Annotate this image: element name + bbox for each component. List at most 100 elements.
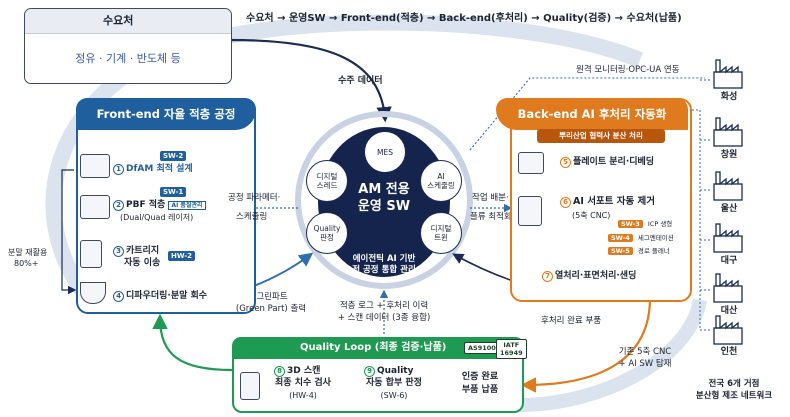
order-data-label: 수주 데이터 [338, 76, 383, 86]
green-part-label-2: (Green Part) 출력 [235, 304, 307, 314]
flow-arc-bottom-right [519, 298, 707, 412]
hub-sub-2: 전 공정 통합 관리 [352, 265, 416, 275]
back-end-subtitle: 뿌리산업 협력사 분산 처리 [537, 129, 665, 143]
city-1: 화성 [720, 92, 738, 102]
factory-icon-2 [713, 117, 743, 147]
robot-arm-icon [518, 196, 542, 226]
sw3-note: ICP 생형 [647, 220, 673, 228]
flow-opt-label: 플류 최적화 [470, 212, 512, 222]
city-2: 창원 [720, 150, 738, 160]
hub-sub-1: 에이전틱 AI 기반 [352, 254, 416, 264]
step-4-num: 4 [113, 291, 124, 302]
factory-icon-1 [713, 59, 743, 89]
step-9-num: 9 [364, 366, 375, 377]
step-9-label-2: 자동 합부 판정 [366, 378, 422, 388]
green-part-label-1: 그린파트 [256, 292, 288, 302]
back-end-title: Back-end AI 후처리 자동화 [496, 98, 688, 130]
factory-icon-5 [713, 273, 743, 303]
step-7-num: 7 [542, 271, 553, 282]
city-4: 대구 [720, 256, 738, 266]
hub-ring [295, 111, 473, 289]
scheduling-label: 스케줄링 [236, 212, 268, 222]
step-2-badge-note: AI 품질관리 [168, 201, 206, 210]
sw3-row: SW-3 ICP 생형 [618, 211, 672, 230]
step-3-label-1: 카트리지 [126, 246, 160, 256]
step-8-label-1: 3D 스캔 [287, 366, 321, 376]
flow-title: 수요처 → 운영SW → Front-end(적층) → Back-end(후처… [246, 13, 682, 24]
quality-loop-header [232, 337, 524, 359]
node-mes-label: MES [377, 147, 393, 157]
step-6-sub: (5축 CNC) [572, 211, 611, 220]
step-6-label: AI 서포트 자동 제거 [573, 196, 655, 207]
step-4-label: 디파우더링·분말 회수 [126, 291, 208, 301]
site-network [688, 79, 712, 331]
sw5-row: SW-5 경로 플래너 [608, 238, 670, 257]
scanner-icon [240, 372, 260, 400]
work-dist-label: 작업 배분· [472, 193, 509, 203]
badge-sw4: SW-4 [608, 234, 633, 242]
city-5: 대산 [720, 306, 738, 316]
badge-sw1: SW-1 [160, 187, 187, 197]
order-arrow [229, 38, 392, 123]
sites-label-2: 분산형 제조 네트워크 [695, 391, 773, 401]
hub-title-2: 운영 SW [357, 199, 411, 214]
remote-link [469, 77, 705, 151]
badge-sw5: SW-5 [608, 247, 633, 255]
post-done-label: 후처리 완료 부품 [541, 316, 602, 326]
demand-title: 수요처 [25, 9, 231, 34]
step-8-num: 8 [274, 366, 285, 377]
powder-recycle-value: 80%+ [14, 259, 39, 268]
remote-label: 원격 모니터링·OPC-UA 연동 [576, 65, 680, 75]
node-mes: MES [364, 131, 406, 173]
city-3: 울산 [720, 204, 738, 214]
step-9-label-3: (SW-6) [380, 391, 408, 400]
sw4-note: 세그멘테이션 [637, 234, 674, 242]
step-3-label-2: 자동 이송 [124, 258, 161, 268]
front-end-title: Front-end 자율 적층 공정 [76, 98, 256, 130]
step-7-label: 열처리·표면처리·샌딩 [555, 271, 637, 281]
process-param-label: 공정 파라메터· [228, 193, 281, 203]
step-1-label: DfAM 최적 설계 [126, 164, 193, 174]
sw5-note: 경로 플래너 [637, 247, 670, 255]
quality-return-arrow [152, 313, 233, 372]
badge-sw3: SW-3 [618, 220, 643, 228]
powder-recycle-label: 분말 재활용 [8, 248, 48, 257]
badge-sw2: SW-2 [160, 151, 187, 161]
sites-label-1: 전국 6개 거점 [708, 379, 760, 389]
quality-loop-title: Quality Loop (최종 검증·납품) [300, 342, 447, 353]
step-5-num: 5 [560, 157, 571, 168]
log-label-2: + 스캔 데이터 (3종 융합) [337, 313, 431, 323]
step-1-num: 1 [113, 164, 124, 175]
step-2-label: PBF 적층 [126, 200, 166, 210]
step-2-sub: (Dual/Quad 레이저) [120, 213, 194, 222]
powder-bracket [61, 169, 77, 295]
log-label-1: 적층 로그 + 후처리 이력 [339, 301, 429, 311]
demand-box: 수요처 정유 · 기계 · 반도체 등 [24, 8, 232, 84]
demand-items: 정유 · 기계 · 반도체 등 [75, 52, 181, 65]
final-label-2: 부품 납품 [461, 385, 499, 395]
factory-icon-6 [713, 315, 743, 345]
cnc-label-1: 기존 5축 CNC [618, 347, 672, 357]
printer-icon [80, 195, 110, 219]
step-3-num: 3 [113, 246, 124, 257]
plate-icon [518, 152, 544, 174]
factory-icon-3 [713, 171, 743, 201]
final-label-1: 인증 완료 [461, 372, 499, 382]
factory-icons [713, 59, 743, 345]
